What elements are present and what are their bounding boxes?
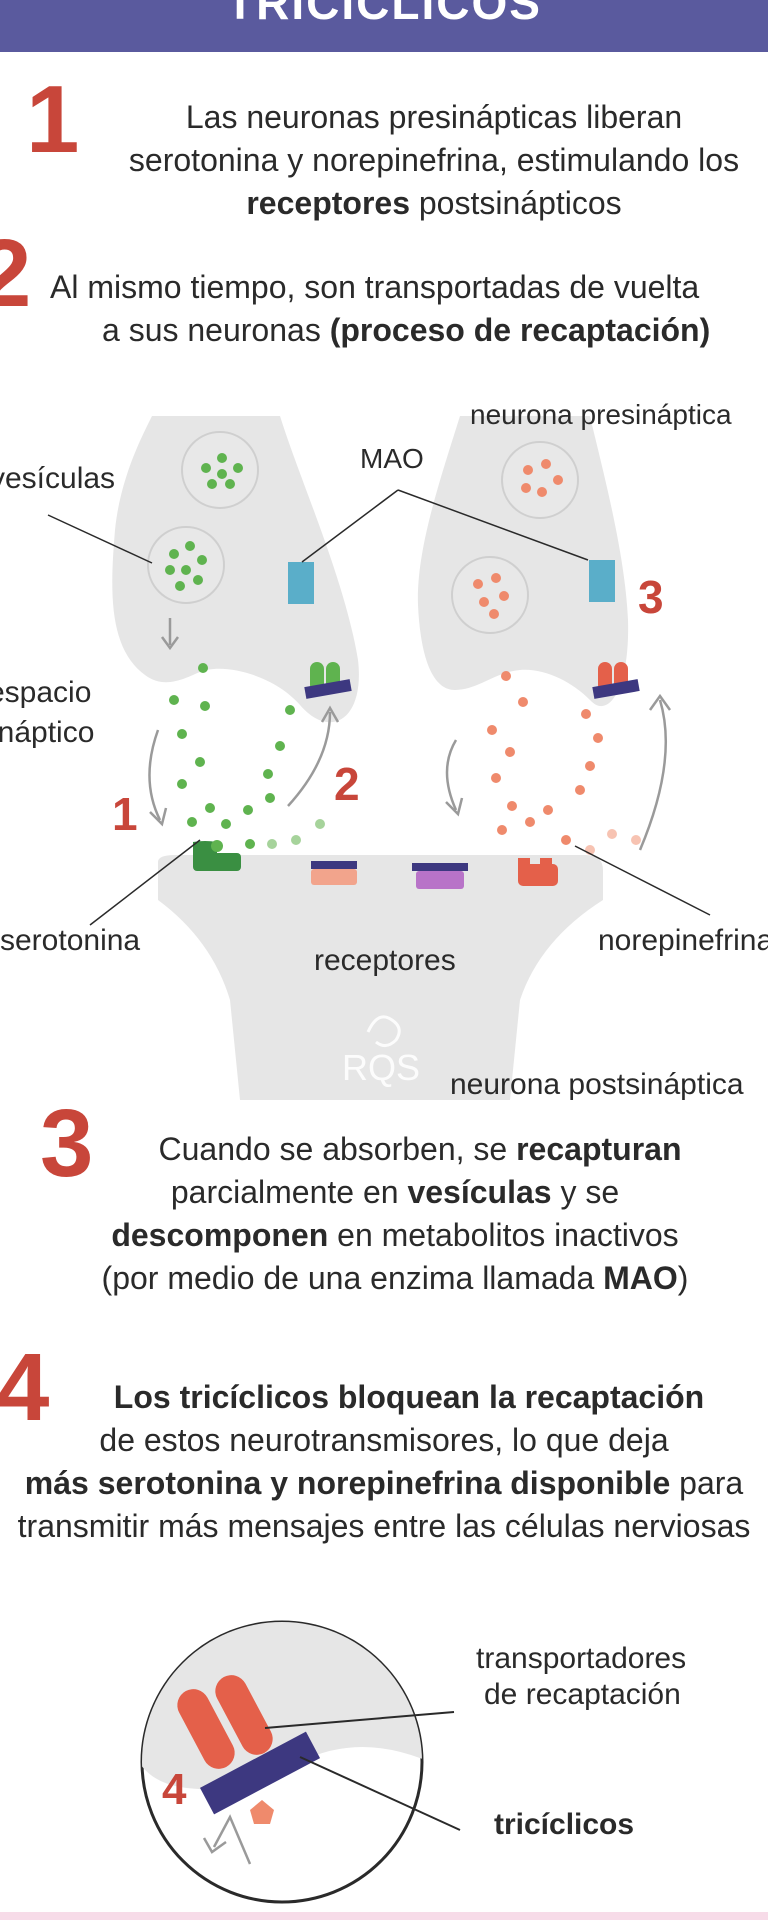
step-2-line-2: a sus neuronas (proceso de recaptación)	[40, 309, 768, 352]
label-receptors: receptores	[314, 944, 456, 977]
step-3-l3-bold: descomponen	[111, 1217, 329, 1253]
step-4-text: Los tricíclicos bloquean la recaptación …	[0, 1376, 768, 1548]
inset-tricyclic-blocker	[199, 1731, 321, 1815]
step-1-line-3-rest: postsinápticos	[409, 185, 622, 221]
step-1-number: 1	[26, 66, 80, 173]
step-3-l3-post: en metabolitos inactivos	[328, 1217, 679, 1253]
presynaptic-neuron-left	[112, 416, 359, 723]
step-4-line-2: de estos neurotransmisores, lo que deja	[99, 1422, 669, 1458]
step-3-line-3: descomponen en metabolitos inactivos	[20, 1214, 768, 1257]
mao-enzyme-right	[589, 560, 615, 602]
step-3-line-4: (por medio de una enzima llamada MAO)	[20, 1257, 768, 1300]
step-3-l1-pre: Cuando se absorben, se	[158, 1131, 517, 1167]
page-title: TRICÍCLICOS	[226, 0, 542, 29]
step-3-text: Cuando se absorben, se recapturan parcia…	[20, 1128, 768, 1300]
tricyclic-blocker-left	[304, 679, 352, 699]
step-4-l3-post: para	[670, 1465, 744, 1501]
step-2-line-2-pre: a sus neuronas	[102, 312, 330, 348]
step-2-line-1: Al mismo tiempo, son transportadas de vu…	[50, 269, 700, 305]
step-4-l1-bold: Los tricíclicos bloquean la recaptación	[113, 1379, 705, 1415]
diagram-number-2: 2	[334, 758, 360, 810]
header-bar: TRICÍCLICOS	[0, 0, 768, 52]
label-serotonin: serotonina	[0, 924, 140, 957]
step-1-bold: receptores	[246, 185, 410, 221]
step-3-l4-post: )	[677, 1260, 689, 1296]
vesicle	[501, 441, 579, 519]
rqs-logo-text: RQS	[342, 1047, 420, 1088]
step-2-bold: (proceso de recaptación)	[329, 312, 711, 348]
label-postsynaptic: neurona postsináptica	[450, 1068, 744, 1101]
step-3-l4-bold: MAO	[603, 1260, 678, 1296]
label-mao: MAO	[360, 443, 424, 474]
step-3-l2-post: y se	[551, 1174, 620, 1210]
step-3-number: 3	[40, 1090, 94, 1197]
inset-label-tricyclics: tricíclicos	[494, 1808, 634, 1841]
tricyclic-blocker-right	[592, 679, 640, 699]
step-4-l3-bold: más serotonina y norepinefrina disponibl…	[24, 1465, 671, 1501]
diagram-number-3: 3	[638, 571, 664, 623]
step-3-l1-bold: recapturan	[516, 1131, 682, 1167]
mao-enzyme-left	[288, 562, 314, 604]
label-cleft-2: sináptico	[0, 716, 94, 749]
inset-label-transporters-1: transportadores	[476, 1642, 686, 1675]
step-3-l2-bold: vesículas	[407, 1174, 552, 1210]
step-3-l4-pre: (por medio de una enzima llamada	[101, 1260, 604, 1296]
inset-label-transporters-2: de recaptación	[484, 1678, 681, 1711]
bottom-strip	[0, 1912, 768, 1920]
step-1-line-3: receptores postsinápticos	[64, 182, 768, 225]
step-2-text: Al mismo tiempo, son transportadas de vu…	[40, 266, 768, 352]
label-presynaptic: neurona presináptica	[470, 400, 732, 430]
step-2-number: 2	[0, 220, 32, 327]
postsynaptic-neuron	[158, 855, 603, 1100]
step-4-line-4: transmitir más mensajes entre las célula…	[17, 1508, 751, 1544]
step-1-line-2: serotonina y norepinefrina, estimulando …	[128, 142, 740, 178]
step-4-line-3: más serotonina y norepinefrina disponibl…	[0, 1462, 768, 1505]
receptor-purple	[412, 863, 468, 871]
label-vesicles: vesículas	[0, 462, 115, 495]
step-3-line-1: Cuando se absorben, se recapturan	[20, 1128, 768, 1171]
inset-number-4: 4	[162, 1765, 187, 1814]
diagram-number-1: 1	[112, 788, 138, 840]
synapse-diagram: neurona presináptica MAO vesículas espac…	[0, 400, 768, 1101]
inset-diagram: 4 transportadores de recaptación tricícl…	[140, 1620, 686, 1904]
inset-transporter	[177, 1689, 235, 1769]
rqs-logo: RQS	[342, 1015, 420, 1088]
step-3-l2-pre: parcialmente en	[170, 1174, 408, 1210]
step-1-line-1: Las neuronas presinápticas liberan	[185, 99, 683, 135]
step-3-line-2: parcialmente en vesículas y se	[20, 1171, 768, 1214]
receptor-salmon	[311, 861, 357, 869]
step-4-number: 4	[0, 1334, 50, 1441]
label-norepinephrine: norepinefrina	[598, 924, 768, 957]
step-1-text: Las neuronas presinápticas liberan serot…	[64, 96, 768, 225]
step-4-line-1: Los tricíclicos bloquean la recaptación	[0, 1376, 768, 1419]
label-cleft-1: espacio	[0, 676, 91, 709]
vesicle	[451, 556, 529, 634]
